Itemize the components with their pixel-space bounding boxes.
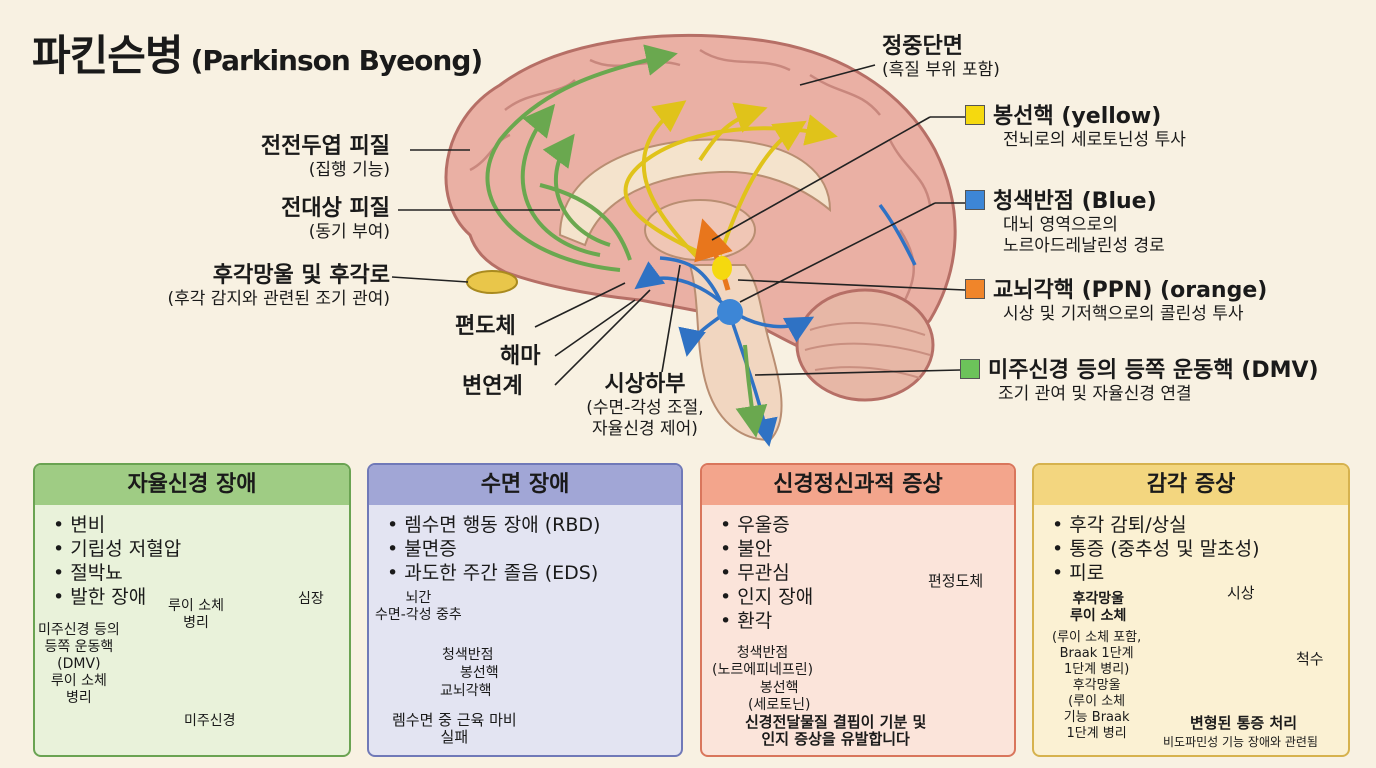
- label-locus-coeruleus-ne: 청색반점 (노르에피네프린): [712, 645, 814, 678]
- label-rem-atonia: 렘수면 중 근육 마비 실패: [392, 711, 517, 746]
- panel-title: 신경정신과적 증상: [702, 465, 1014, 505]
- list-item: 무관심: [720, 561, 1014, 585]
- title-main: 파킨슨병: [32, 31, 184, 80]
- panel-autonomic: 자율신경 장애 변비 기립성 저혈압 절박뇨 발한 장애: [33, 463, 351, 757]
- label-heart: 심장: [298, 591, 324, 607]
- label-anterior-cingulate: 전대상 피질 (동기 부여): [281, 196, 390, 243]
- label-olfactory-lewy: 후각망울 루이 소체: [1070, 591, 1127, 624]
- panel-title: 자율신경 장애: [35, 465, 349, 505]
- panel-neuropsychiatric: 신경정신과적 증상 우울증 불안 무관심 인지 장애 환각: [700, 463, 1016, 757]
- label-hippocampus: 해마: [500, 344, 541, 369]
- panel-title: 수면 장애: [369, 465, 681, 505]
- symptom-list: 후각 감퇴/상실 통증 (중추성 및 말초성) 피로: [1052, 513, 1348, 585]
- panel-title: 감각 증상: [1034, 465, 1348, 505]
- list-item: 환각: [720, 609, 1014, 633]
- label-raphe-5ht: 봉선핵 (세로토닌): [748, 680, 811, 713]
- label-vagus-nerve: 미주신경: [184, 713, 236, 729]
- symptom-list: 렘수면 행동 장애 (RBD) 불면증 과도한 주간 졸음 (EDS): [387, 513, 681, 585]
- swatch-green: [960, 359, 980, 379]
- list-item: 절박뇨: [53, 561, 349, 585]
- swatch-orange: [965, 279, 985, 299]
- symptom-list: 우울증 불안 무관심 인지 장애 환각: [720, 513, 1014, 633]
- label-ppn: 교뇌각핵: [440, 683, 492, 699]
- label-raphe: 봉선핵: [460, 665, 499, 681]
- list-item: 통증 (중추성 및 말초성): [1052, 537, 1348, 561]
- label-spinal-cord: 척수: [1296, 650, 1324, 668]
- label-braak-stage: (루이 소체 포함, Braak 1단계 1단계 병리) 후각망울 (루이 소체…: [1052, 630, 1142, 741]
- panel-sleep: 수면 장애 렘수면 행동 장애 (RBD) 불면증 과도한 주간 졸음 (EDS…: [367, 463, 683, 757]
- list-item: 인지 장애: [720, 585, 1014, 609]
- label-brainstem-center: 뇌간 수면-각성 중추: [375, 590, 462, 623]
- list-item: 기립성 저혈압: [53, 537, 349, 561]
- label-midsagittal: 정중단면 (흑질 부위 포함): [882, 34, 1000, 81]
- list-item: 우울증: [720, 513, 1014, 537]
- label-thalamus: 시상: [1227, 584, 1255, 602]
- label-prefrontal-cortex: 전전두엽 피질 (집행 기능): [260, 134, 390, 181]
- list-item: 후각 감퇴/상실: [1052, 513, 1348, 537]
- list-item: 변비: [53, 513, 349, 537]
- title-sub: (Parkinson Byeong): [190, 44, 484, 77]
- label-dmv: 미주신경 등의 등쪽 운동핵 (DMV) 루이 소체 병리: [38, 622, 120, 706]
- legend-dmv: 미주신경 등의 등쪽 운동핵 (DMV) 조기 관여 및 자율신경 연결: [960, 358, 1319, 405]
- legend-raphe: 봉선핵 (yellow) 전뇌로의 세로토닌성 투사: [965, 104, 1186, 151]
- legend-ppn: 교뇌각핵 (PPN) (orange) 시상 및 기저핵으로의 콜린성 투사: [965, 278, 1267, 325]
- panel-sensory: 감각 증상 후각 감퇴/상실 통증 (중추성 및 말초성) 피로: [1032, 463, 1350, 757]
- list-item: 렘수면 행동 장애 (RBD): [387, 513, 681, 537]
- swatch-yellow: [965, 105, 985, 125]
- list-item: 불면증: [387, 537, 681, 561]
- label-amygdala: 편도체: [455, 314, 516, 339]
- label-locus-coeruleus: 청색반점: [442, 647, 494, 663]
- label-hypothalamus: 시상하부 (수면-각성 조절, 자율신경 제어): [586, 372, 704, 439]
- list-item: 과도한 주간 졸음 (EDS): [387, 561, 681, 585]
- label-limbic-system: 변연계: [462, 374, 523, 399]
- label-neurotransmitter-note: 신경전달물질 결핍이 기분 및 인지 증상을 유발합니다: [745, 713, 927, 748]
- page-title: 파킨슨병(Parkinson Byeong): [32, 22, 484, 83]
- list-item: 불안: [720, 537, 1014, 561]
- legend-locus-coeruleus: 청색반점 (Blue) 대뇌 영역으로의 노르아드레날린성 경로: [965, 189, 1165, 256]
- list-item: 피로: [1052, 561, 1348, 585]
- label-olfactory-bulb: 후각망울 및 후각로 (후각 감지와 관련된 조기 관여): [167, 263, 390, 310]
- symptom-list: 변비 기립성 저혈압 절박뇨 발한 장애: [53, 513, 349, 609]
- label-cuneus: 편정도체: [928, 572, 984, 590]
- swatch-blue: [965, 190, 985, 210]
- label-pain-processing: 변형된 통증 처리: [1190, 714, 1298, 732]
- label-pain-note: 비도파민성 기능 장애와 관련됨: [1163, 735, 1318, 749]
- label-lewy-pathology: 루이 소체 병리: [168, 598, 224, 631]
- list-item: 발한 장애: [53, 585, 349, 609]
